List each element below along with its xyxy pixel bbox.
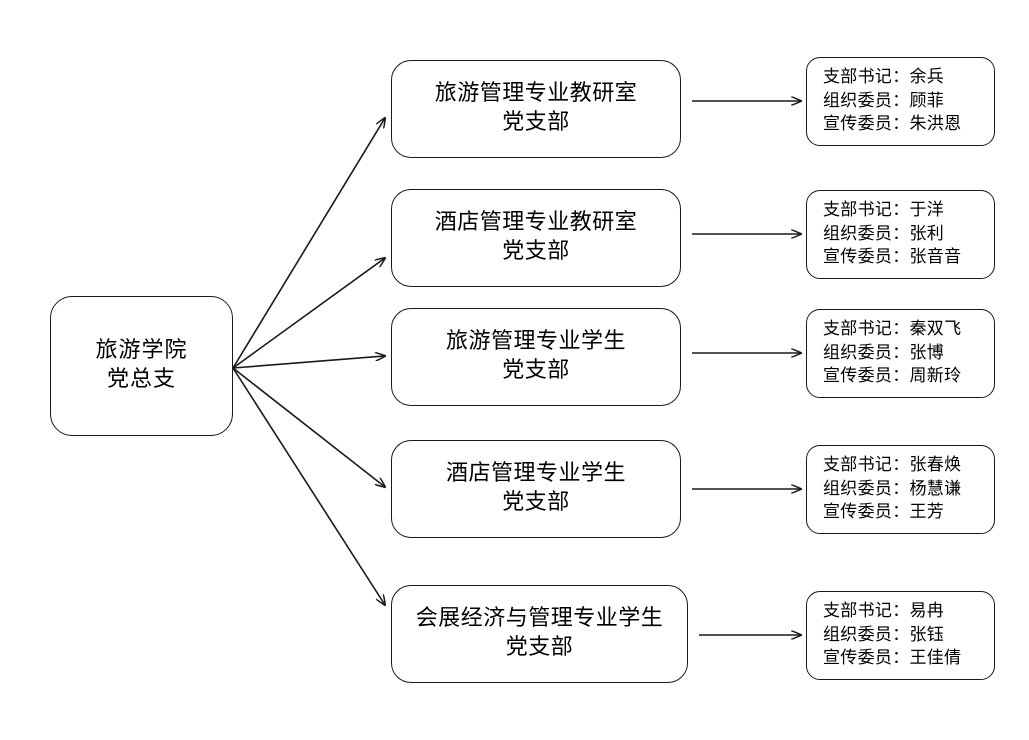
member-row: 支部书记：易冉 [823, 600, 994, 624]
connector-root-to-branch-5 [232, 367, 385, 605]
member-role-label: 组织委员： [823, 223, 910, 244]
member-role-label: 宣传委员： [823, 366, 910, 387]
member-role-label: 宣传委员： [823, 114, 910, 135]
member-name: 朱洪恩 [909, 114, 962, 135]
branch-node-text: 旅游管理专业学生 党支部 [440, 328, 632, 385]
branch-node-text: 酒店管理专业教研室 党支部 [429, 209, 644, 266]
member-role-label: 支部书记： [823, 600, 910, 621]
member-role-label: 支部书记： [823, 318, 910, 339]
member-name: 张春焕 [909, 454, 962, 475]
member-name: 周新玲 [909, 366, 962, 387]
root-node-line-2: 党总支 [106, 367, 176, 392]
member-name: 杨慧谦 [909, 478, 962, 499]
member-role-label: 支部书记： [823, 66, 910, 87]
connector-root-to-branch-1 [232, 118, 385, 369]
member-name: 易冉 [909, 600, 945, 621]
member-name: 张博 [909, 342, 945, 363]
member-name: 余兵 [909, 66, 945, 87]
branch-node-line-1: 旅游管理专业学生 [445, 329, 626, 355]
member-row: 宣传委员：王芳 [823, 501, 994, 525]
member-role-label: 宣传委员： [823, 648, 910, 669]
member-row: 支部书记：秦双飞 [823, 318, 994, 342]
member-role-label: 支部书记： [823, 454, 910, 475]
branch-node-hotel-management-students[interactable]: 酒店管理专业学生 党支部 [391, 440, 681, 538]
member-role-label: 组织委员： [823, 478, 910, 499]
member-row: 组织委员：顾菲 [823, 90, 994, 114]
branch-node-line-1: 旅游管理专业教研室 [434, 81, 638, 107]
member-row: 支部书记：余兵 [823, 66, 994, 90]
branch-node-line-1: 会展经济与管理专业学生 [415, 606, 664, 632]
branch-node-text: 会展经济与管理专业学生 党支部 [410, 605, 670, 662]
member-row: 宣传委员：周新玲 [823, 365, 994, 389]
root-node-line-1: 旅游学院 [95, 338, 188, 364]
member-panel-exhibition-economy-management-students[interactable]: 支部书记：易冉 组织委员：张钰 宣传委员：王佳倩 [806, 591, 995, 680]
branch-node-line-2: 党支部 [502, 490, 570, 515]
root-node-party-general-branch[interactable]: 旅游学院 党总支 [50, 296, 233, 436]
member-panel-tourism-management-teaching-office[interactable]: 支部书记：余兵 组织委员：顾菲 宣传委员：朱洪恩 [806, 57, 995, 146]
member-name: 张音音 [909, 247, 962, 268]
member-role-label: 组织委员： [823, 342, 910, 363]
branch-node-line-1: 酒店管理专业学生 [445, 461, 626, 487]
member-name: 王佳倩 [909, 648, 962, 669]
member-role-label: 支部书记： [823, 199, 910, 220]
member-name: 顾菲 [909, 90, 945, 111]
member-role-label: 组织委员： [823, 624, 910, 645]
member-panel-tourism-management-students[interactable]: 支部书记：秦双飞 组织委员：张博 宣传委员：周新玲 [806, 309, 995, 398]
root-node-text: 旅游学院 党总支 [95, 337, 187, 394]
branch-node-hotel-management-teaching-office[interactable]: 酒店管理专业教研室 党支部 [391, 189, 681, 287]
connector-root-to-branch-2 [232, 258, 385, 369]
member-panel-hotel-management-teaching-office[interactable]: 支部书记：于洋 组织委员：张利 宣传委员：张音音 [806, 190, 995, 279]
member-role-label: 宣传委员： [823, 247, 910, 268]
member-row: 宣传委员：朱洪恩 [823, 113, 994, 137]
member-name: 王芳 [909, 502, 945, 523]
member-name: 张钰 [909, 624, 945, 645]
member-panel-hotel-management-students[interactable]: 支部书记：张春焕 组织委员：杨慧谦 宣传委员：王芳 [806, 445, 995, 534]
branch-node-exhibition-economy-management-students[interactable]: 会展经济与管理专业学生 党支部 [391, 585, 688, 683]
member-row: 组织委员：杨慧谦 [823, 478, 994, 502]
branch-node-text: 酒店管理专业学生 党支部 [440, 460, 632, 517]
member-name: 张利 [909, 223, 945, 244]
member-role-label: 组织委员： [823, 90, 910, 111]
branch-node-line-1: 酒店管理专业教研室 [434, 210, 638, 236]
member-row: 宣传委员：张音音 [823, 246, 994, 270]
member-row: 宣传委员：王佳倩 [823, 647, 994, 671]
member-row: 支部书记：张春焕 [823, 454, 994, 478]
member-name: 秦双飞 [909, 318, 962, 339]
connector-root-to-branch-3 [232, 356, 385, 369]
member-role-label: 宣传委员： [823, 502, 910, 523]
branch-node-line-2: 党支部 [502, 239, 570, 264]
connector-root-to-branch-4 [232, 367, 385, 487]
branch-node-tourism-management-students[interactable]: 旅游管理专业学生 党支部 [391, 308, 681, 406]
member-row: 组织委员：张博 [823, 342, 994, 366]
member-row: 支部书记：于洋 [823, 199, 994, 223]
branch-node-line-2: 党支部 [502, 110, 570, 135]
member-name: 于洋 [909, 199, 945, 220]
branch-node-line-2: 党支部 [505, 635, 574, 660]
member-row: 组织委员：张利 [823, 223, 994, 247]
branch-node-line-2: 党支部 [502, 358, 570, 383]
branch-node-tourism-management-teaching-office[interactable]: 旅游管理专业教研室 党支部 [391, 60, 681, 158]
member-row: 组织委员：张钰 [823, 624, 994, 648]
branch-node-text: 旅游管理专业教研室 党支部 [429, 80, 644, 137]
